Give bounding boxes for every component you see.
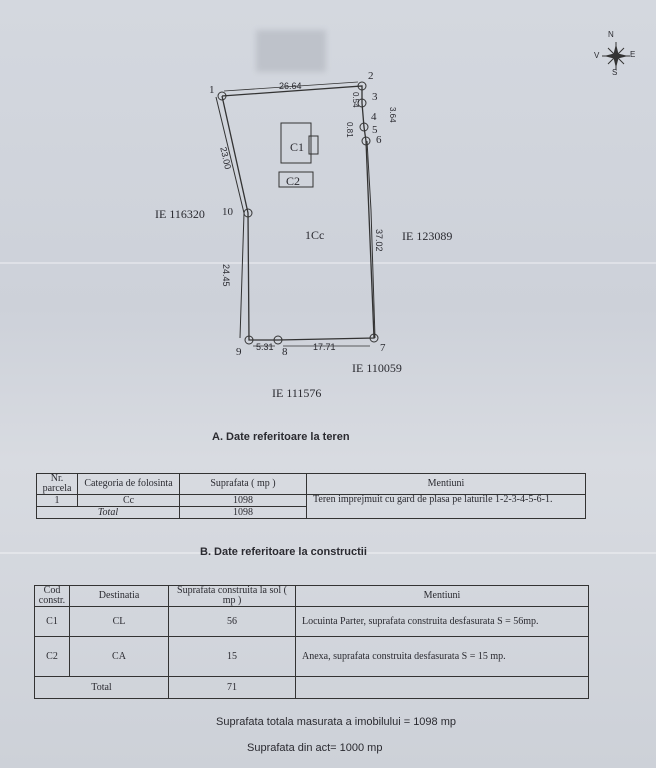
point-label: 7 [380,342,386,354]
cell-categoria: Cc [77,494,180,507]
col-header: Suprafata construita la sol ( mp ) [168,585,296,607]
col-header: Mentiuni [295,585,589,607]
building-c1 [280,122,312,164]
point-marker [361,136,371,146]
point-marker [369,333,379,343]
act-area: Suprafata din act= 1000 mp [247,742,383,754]
distance-label: 0.54 [351,92,360,108]
section-b-title: B. Date referitoare la constructii [200,546,367,558]
distance-label: 26.64 [279,81,302,91]
empty-cell [295,676,589,699]
point-label: 6 [376,134,382,146]
compass-n: N [608,30,614,39]
point-label: 2 [368,70,374,82]
point-marker [359,122,369,132]
paper-fold [0,262,656,264]
cell-suprafata: 15 [168,636,296,677]
cell-suprafata: 56 [168,606,296,637]
point-label: 3 [372,91,378,103]
dim-line [223,81,359,92]
compass-e: E [630,50,636,59]
cell-destinatia: CL [69,606,169,637]
building-c2 [278,171,314,188]
point-marker [243,208,253,218]
point-label: 1 [209,84,215,96]
cell-mentiuni: Anexa, suprafata construita desfasurata … [295,636,589,677]
paper-fold [0,552,656,554]
cell-destinatia: CA [69,636,169,677]
parcel-boundary [221,85,375,341]
section-a-title: A. Date referitoare la teren [212,431,350,443]
total-value: 71 [168,676,296,699]
table-row: 1 Cc 1098 Teren imprejmuit cu gard de pl… [36,494,586,519]
cell-cod: C2 [34,636,70,677]
point-marker [273,335,283,345]
compass-icon [602,42,630,70]
total-label: Total [34,676,169,699]
land-table: Nr. parcela Categoria de folosinta Supra… [36,473,586,519]
col-header: Suprafata ( mp ) [179,473,307,495]
cell-cod: C1 [34,606,70,637]
total-label: Total [36,506,180,519]
parcel-boundary-inner [366,140,376,339]
table-total-row: Total 1098 [36,506,586,519]
cell-mentiuni: Teren imprejmuit cu gard de plasa pe lat… [306,494,586,519]
cell-mentiuni: Locuinta Parter, suprafata construita de… [295,606,589,637]
col-header: Nr. parcela [36,473,78,495]
col-header: Mentiuni [306,473,586,495]
neighbor-label-west: IE 116320 [155,207,205,221]
distance-label: 3.64 [388,107,397,123]
point-label: 8 [282,346,288,358]
parcel-label: 1Cc [305,228,325,242]
table-total-row: Total 71 [34,676,589,699]
building-label-c2: C2 [286,174,301,188]
distance-label: 0.81 [345,122,354,138]
total-measured-area: Suprafata totala masurata a imobilului =… [216,716,457,728]
compass-w: V [594,51,600,60]
construction-table: Cod constr. Destinatia Suprafata constru… [34,585,589,699]
col-header: Cod constr. [34,585,70,607]
cell-suprafata: 1098 [179,494,307,507]
total-value: 1098 [179,506,307,519]
compass-s: S [612,68,618,77]
table-row: C2 CA 15 Anexa, suprafata construita des… [34,636,589,677]
building-c1-annex [308,135,319,155]
neighbor-label-south: IE 111576 [272,386,322,400]
point-label: 4 [371,111,377,123]
redacted-area [256,30,326,72]
col-header: Categoria de folosinta [77,473,180,495]
table-row: C1 CL 56 Locuinta Parter, suprafata cons… [34,606,589,637]
cell-nr: 1 [36,494,78,507]
neighbor-label-east: IE 123089 [402,229,453,243]
distance-label: 37.02 [374,229,384,252]
col-header: Destinatia [69,585,169,607]
building-label-c1: C1 [290,140,305,154]
distance-label: 24.45 [221,264,231,287]
neighbor-label-southeast: IE 110059 [352,361,402,375]
point-marker [244,335,254,345]
point-label: 5 [372,124,378,136]
point-marker [357,98,367,108]
distance-label: 5.31 [256,342,274,352]
point-marker [357,81,367,91]
point-marker [217,91,227,101]
point-label: 10 [222,206,233,218]
distance-label: 17.71 [313,342,336,352]
point-label: 9 [236,346,242,358]
